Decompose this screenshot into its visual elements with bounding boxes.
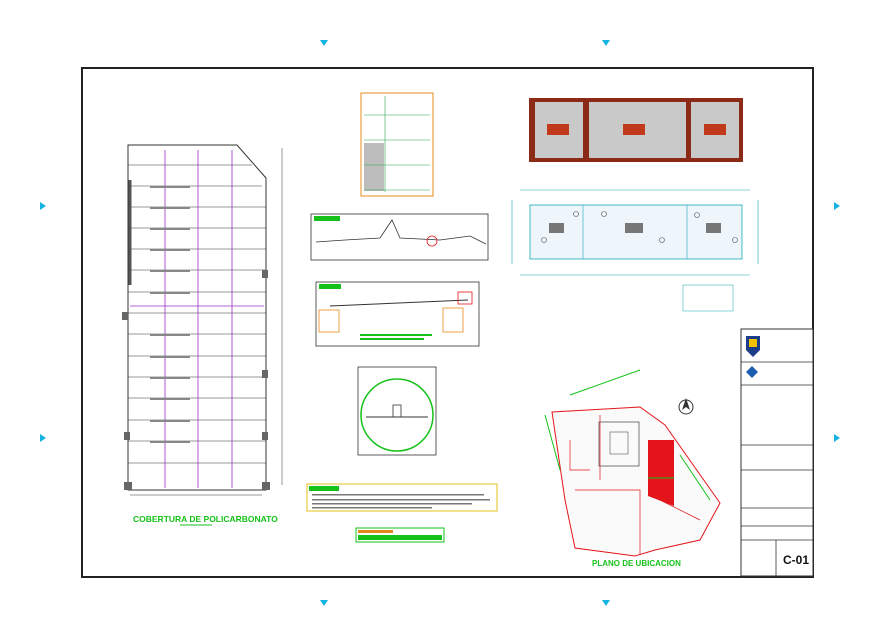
registration-mark-icon: [602, 600, 610, 606]
roof-plan-title: COBERTURA DE POLICARBONATO: [133, 514, 278, 524]
roof-plan: COBERTURA DE POLICARBONATO: [122, 144, 283, 526]
structure-detail: [360, 92, 434, 197]
compass-north-icon: [678, 398, 694, 415]
registration-mark-icon: [834, 202, 840, 210]
detail-1: [315, 281, 480, 347]
drawing-frame: [81, 67, 814, 578]
section-a-detail: [310, 213, 489, 261]
registration-mark-icon: [320, 600, 328, 606]
location-plan: PLANO DE UBICACION: [544, 369, 721, 568]
registration-mark-icon: [320, 40, 328, 46]
walkway-plan: [511, 189, 759, 276]
paving-plan: [529, 98, 743, 162]
title-block: C-01: [740, 328, 814, 577]
registration-mark-icon: [834, 434, 840, 442]
registration-mark-icon: [40, 202, 46, 210]
registration-mark-icon: [40, 434, 46, 442]
location-plan-title: PLANO DE UBICACION: [592, 559, 681, 568]
sheet-code: C-01: [783, 553, 809, 567]
municipality-logo-icon: [746, 336, 760, 357]
round-detail: [357, 366, 437, 456]
registration-mark-icon: [602, 40, 610, 46]
notes-box: [306, 483, 498, 512]
legend-box: [355, 527, 445, 543]
diamond-logo-icon: [746, 366, 758, 378]
